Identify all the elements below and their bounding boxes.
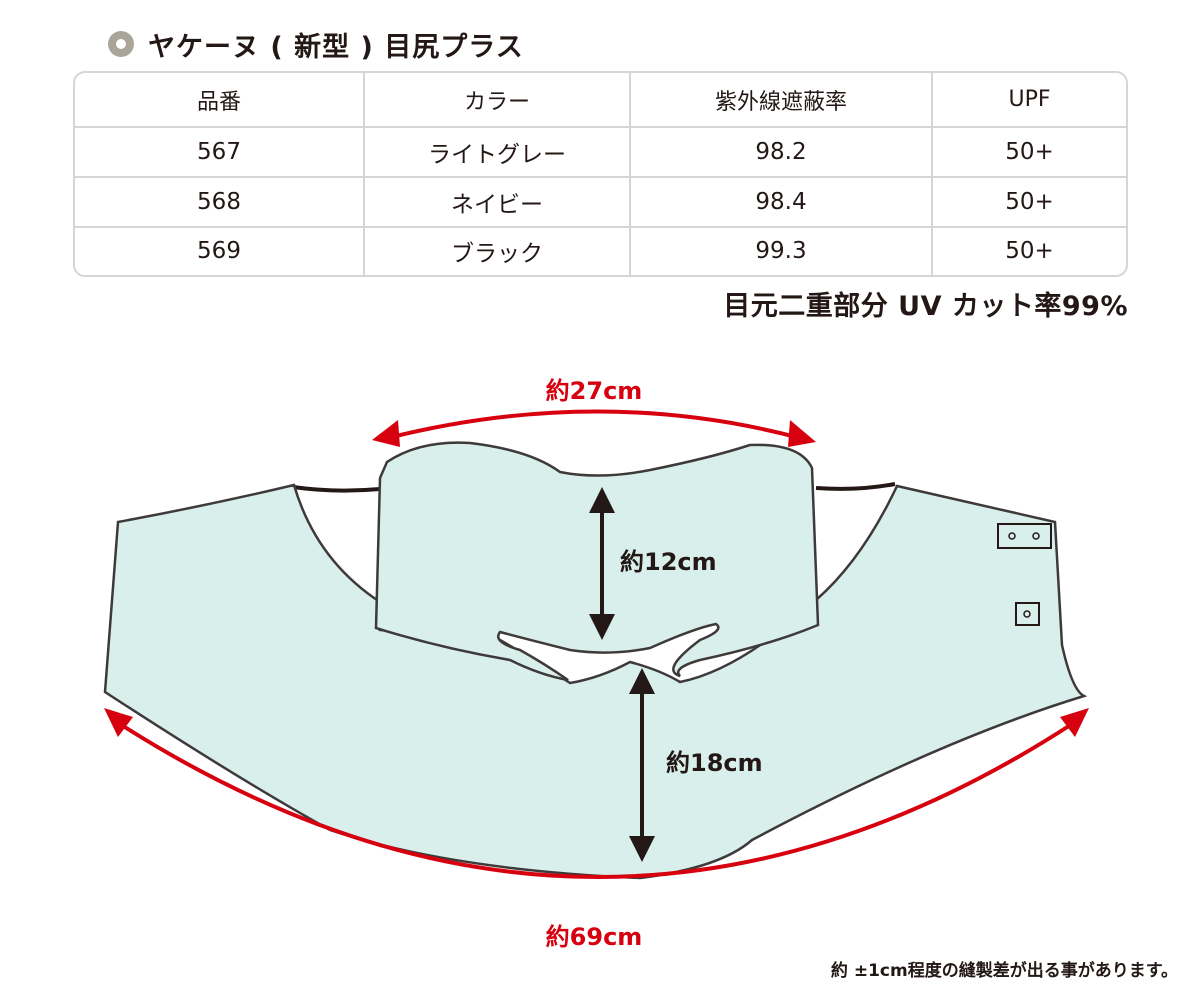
header-uv-shield-rate: 紫外線遮蔽率 <box>630 73 933 128</box>
bottom-width-arrowhead-left <box>104 708 133 737</box>
cell-uv-shield-rate: 99.3 <box>630 226 933 275</box>
lower-height-arrowhead-bottom <box>629 836 655 862</box>
bottom-width-label: 約69cm <box>546 923 643 951</box>
product-title: ヤケーヌ ( 新型 ) 目尻プラス <box>148 31 524 63</box>
cell-color: ライトグレー <box>364 127 631 178</box>
cell-color: ブラック <box>364 226 631 275</box>
circle-bullet-icon <box>108 31 134 57</box>
section-title: ヤケーヌ ( 新型 ) 目尻プラス <box>108 26 524 63</box>
cell-product-number: 569 <box>75 226 365 275</box>
table-row: 569 ブラック 99.3 50+ <box>75 226 1126 275</box>
cell-product-number: 568 <box>75 176 365 228</box>
header-upf: UPF <box>932 73 1126 128</box>
top-width-arrowhead-right <box>788 420 816 447</box>
snap-square-icon <box>1015 602 1040 626</box>
cell-upf: 50+ <box>932 127 1126 178</box>
uv-cut-rate-note: 目元二重部分 UV カット率99% <box>723 291 1128 322</box>
upper-height-arrowhead-top <box>589 487 615 513</box>
top-width-arrowhead-left <box>372 420 400 447</box>
sewing-tolerance-note: 約 ±1cm程度の縫製差が出る事があります。 <box>830 961 1178 981</box>
table-row: 567 ライトグレー 98.2 50+ <box>75 127 1126 178</box>
snap-dot-icon <box>1008 532 1016 540</box>
mask-upper-panel <box>374 441 820 682</box>
cell-uv-shield-rate: 98.2 <box>630 127 933 178</box>
cell-uv-shield-rate: 98.4 <box>630 176 933 228</box>
table-row: 568 ネイビー 98.4 50+ <box>75 176 1126 228</box>
header-color: カラー <box>364 73 631 128</box>
ear-strap-left <box>292 485 381 493</box>
bottom-width-arrow <box>118 722 1074 879</box>
top-width-label: 約27cm <box>546 377 643 405</box>
snap-strip-icon <box>997 523 1052 549</box>
snap-dot-icon <box>1023 610 1031 618</box>
table-header-row: 品番 カラー 紫外線遮蔽率 UPF <box>75 73 1126 128</box>
upper-height-arrowhead-bottom <box>589 614 615 640</box>
upper-height-label: 約12cm <box>620 548 717 576</box>
header-product-number: 品番 <box>75 73 365 128</box>
ear-strap-right <box>815 482 896 491</box>
lower-height-arrowhead-top <box>629 668 655 694</box>
spec-table: 品番 カラー 紫外線遮蔽率 UPF 567 ライトグレー 98.2 50+ 56… <box>73 71 1128 277</box>
cell-product-number: 567 <box>75 127 365 178</box>
top-width-arrow <box>387 409 801 440</box>
cell-color: ネイビー <box>364 176 631 228</box>
snap-dot-icon <box>1032 532 1040 540</box>
cell-upf: 50+ <box>932 176 1126 228</box>
lower-height-label: 約18cm <box>666 749 763 777</box>
bottom-width-arrowhead-right <box>1060 708 1089 737</box>
cell-upf: 50+ <box>1005 238 1054 265</box>
